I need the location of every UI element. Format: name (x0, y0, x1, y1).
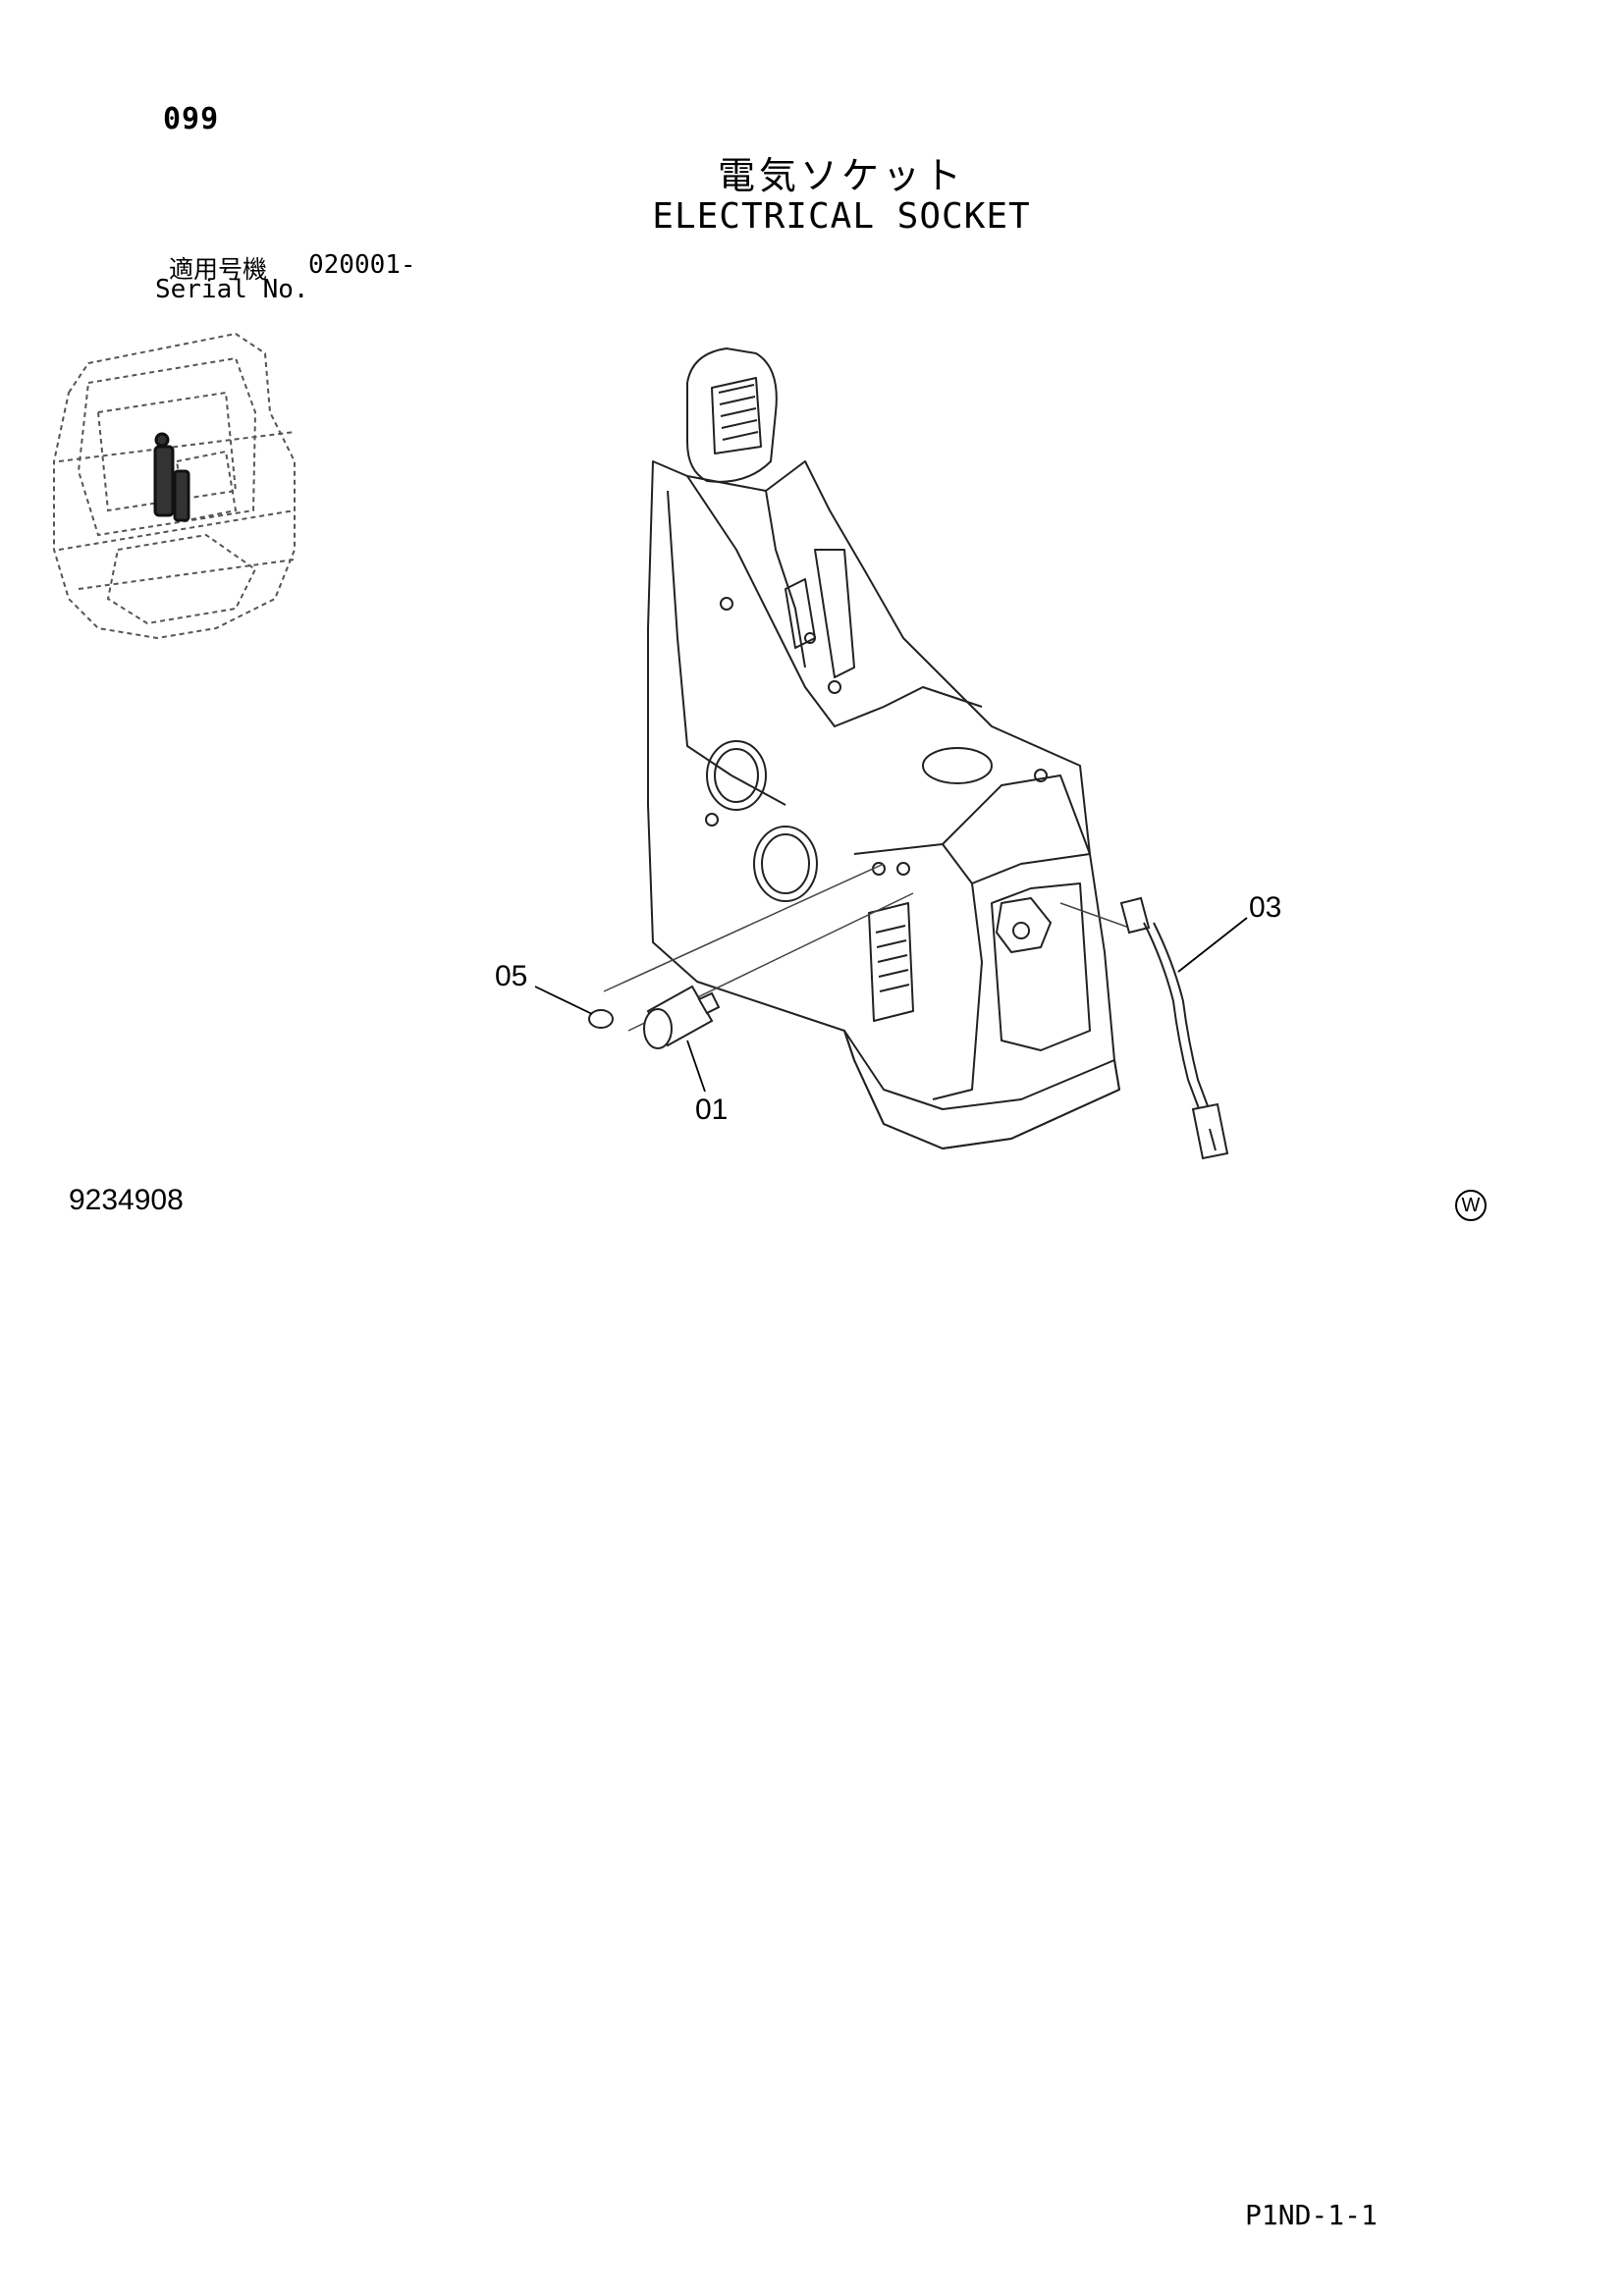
page-reference: P1ND-1-1 (1245, 2199, 1378, 2231)
page-title-japanese: 電気ソケット (717, 154, 965, 197)
serial-label-english: Serial No. (155, 275, 309, 304)
serial-label-japanese: 適用号機 (169, 255, 268, 284)
callout-part-05: 05 (495, 960, 528, 992)
w-circle-mark: W (1455, 1190, 1487, 1221)
drawing-number: 9234908 (69, 1184, 184, 1216)
serial-range: 020001- (308, 250, 416, 280)
callout-part-03: 03 (1249, 891, 1282, 924)
callout-part-01: 01 (695, 1094, 729, 1126)
page-title-english: ELECTRICAL SOCKET (652, 196, 1031, 237)
page-number: 099 (163, 102, 220, 136)
